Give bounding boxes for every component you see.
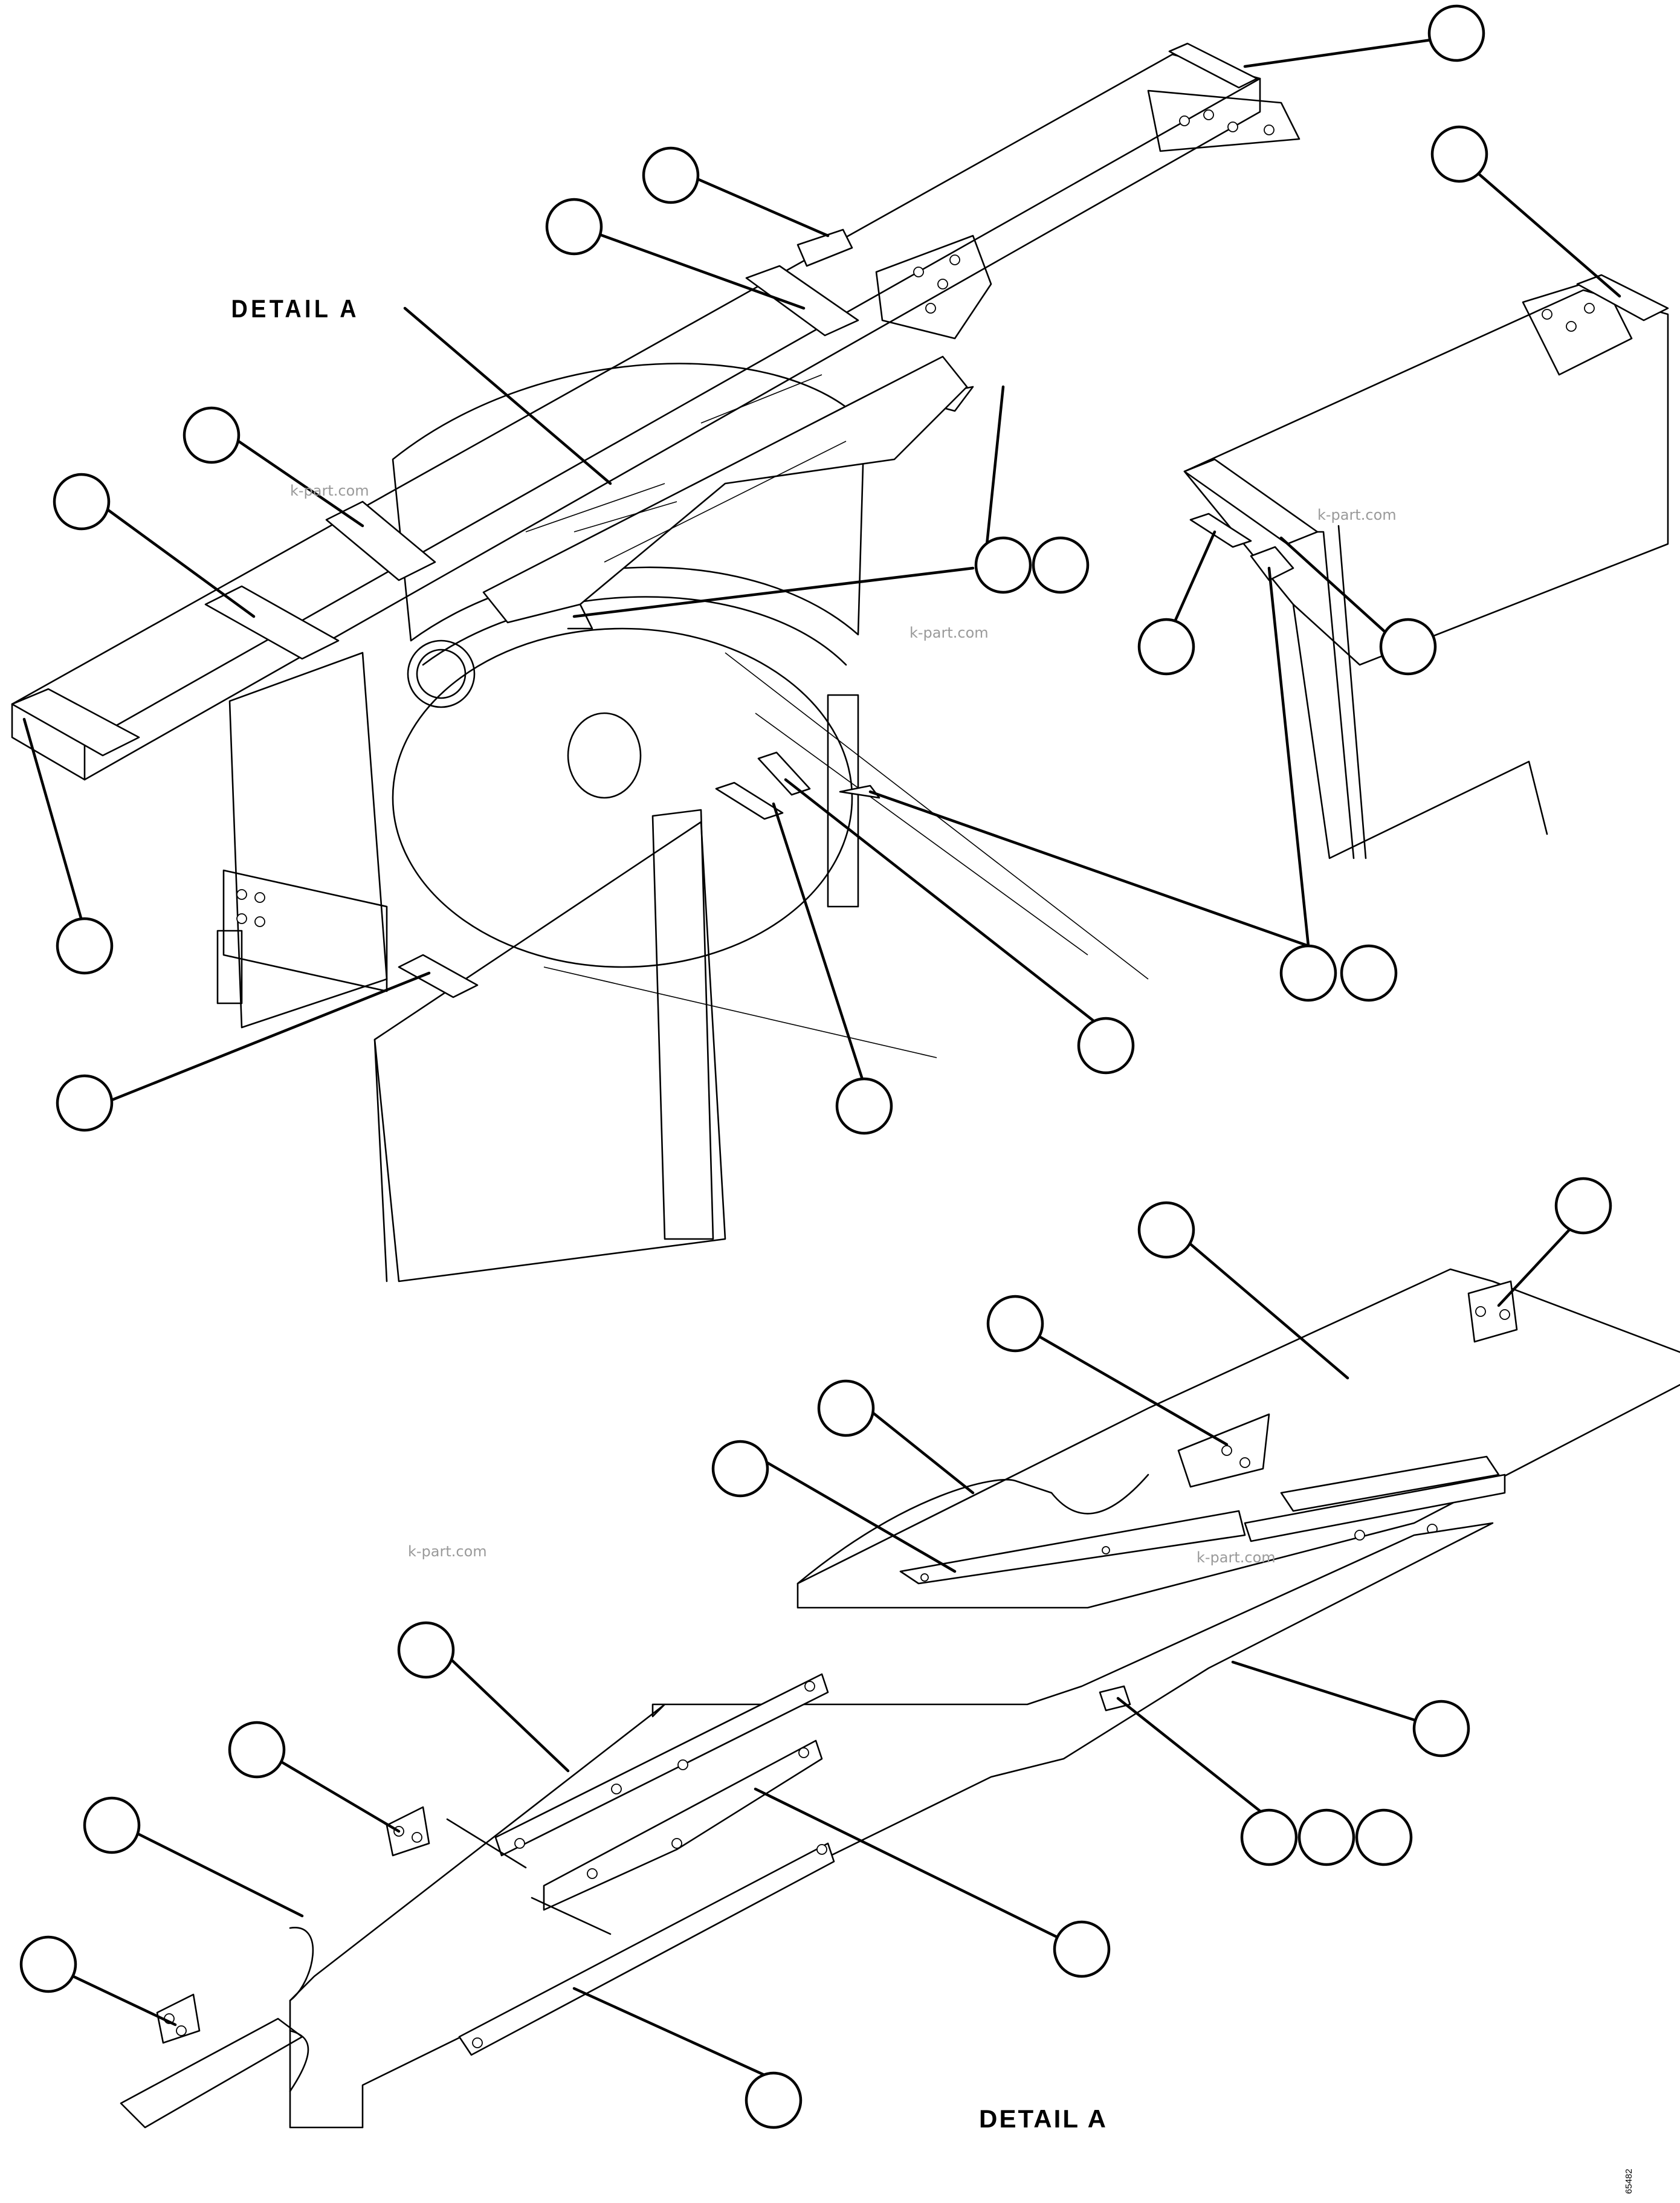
callout-balloons [19,4,1612,2129]
callout-balloon [56,1074,114,1132]
callout-balloon [1554,1177,1612,1235]
lower-detail-a-assembly [120,1268,1680,2129]
callout-balloon [1355,1808,1413,1866]
callout-balloon [642,146,700,204]
callout-balloon [1137,1201,1195,1259]
watermark: k-part.com [1317,506,1397,523]
watermark: k-part.com [290,482,369,499]
callout-balloon [1379,618,1437,676]
callout-balloon [711,1440,769,1498]
callout-balloon [1240,1808,1298,1866]
upper-detail-a-assembly [482,355,968,630]
callout-balloon [817,1379,875,1437]
sheet-code: 65482 [1624,2169,1634,2194]
callout-balloon [19,1935,77,1993]
callout-balloon [397,1621,455,1679]
callout-balloon [1032,536,1090,594]
callout-balloon [1430,125,1488,183]
detail-a-label-bottom: DETAIL A [979,2104,1106,2133]
callout-balloon [56,917,114,975]
callout-balloon [1297,1808,1355,1866]
callout-balloon [986,1295,1044,1353]
callout-balloon [228,1721,286,1779]
callout-balloon [835,1077,893,1135]
watermark: k-part.com [408,1543,487,1560]
detail-a-label-top: DETAIL A [231,295,357,323]
callout-balloon [545,198,603,256]
callout-balloon [53,473,111,531]
callout-balloon [974,536,1032,594]
callout-balloon [1053,1920,1111,1978]
upper-shim-plates [11,42,1669,998]
watermark: k-part.com [909,624,989,641]
callout-balloon [1077,1017,1135,1075]
callout-balloon [1412,1700,1470,1758]
callout-balloon [1137,618,1195,676]
callout-balloon [1279,944,1337,1002]
callout-balloon [1340,944,1398,1002]
callout-balloon [83,1796,141,1854]
callout-balloon [745,2071,803,2129]
callout-balloon [1427,4,1485,62]
watermark: k-part.com [1197,1549,1276,1566]
callout-balloon [183,406,241,464]
